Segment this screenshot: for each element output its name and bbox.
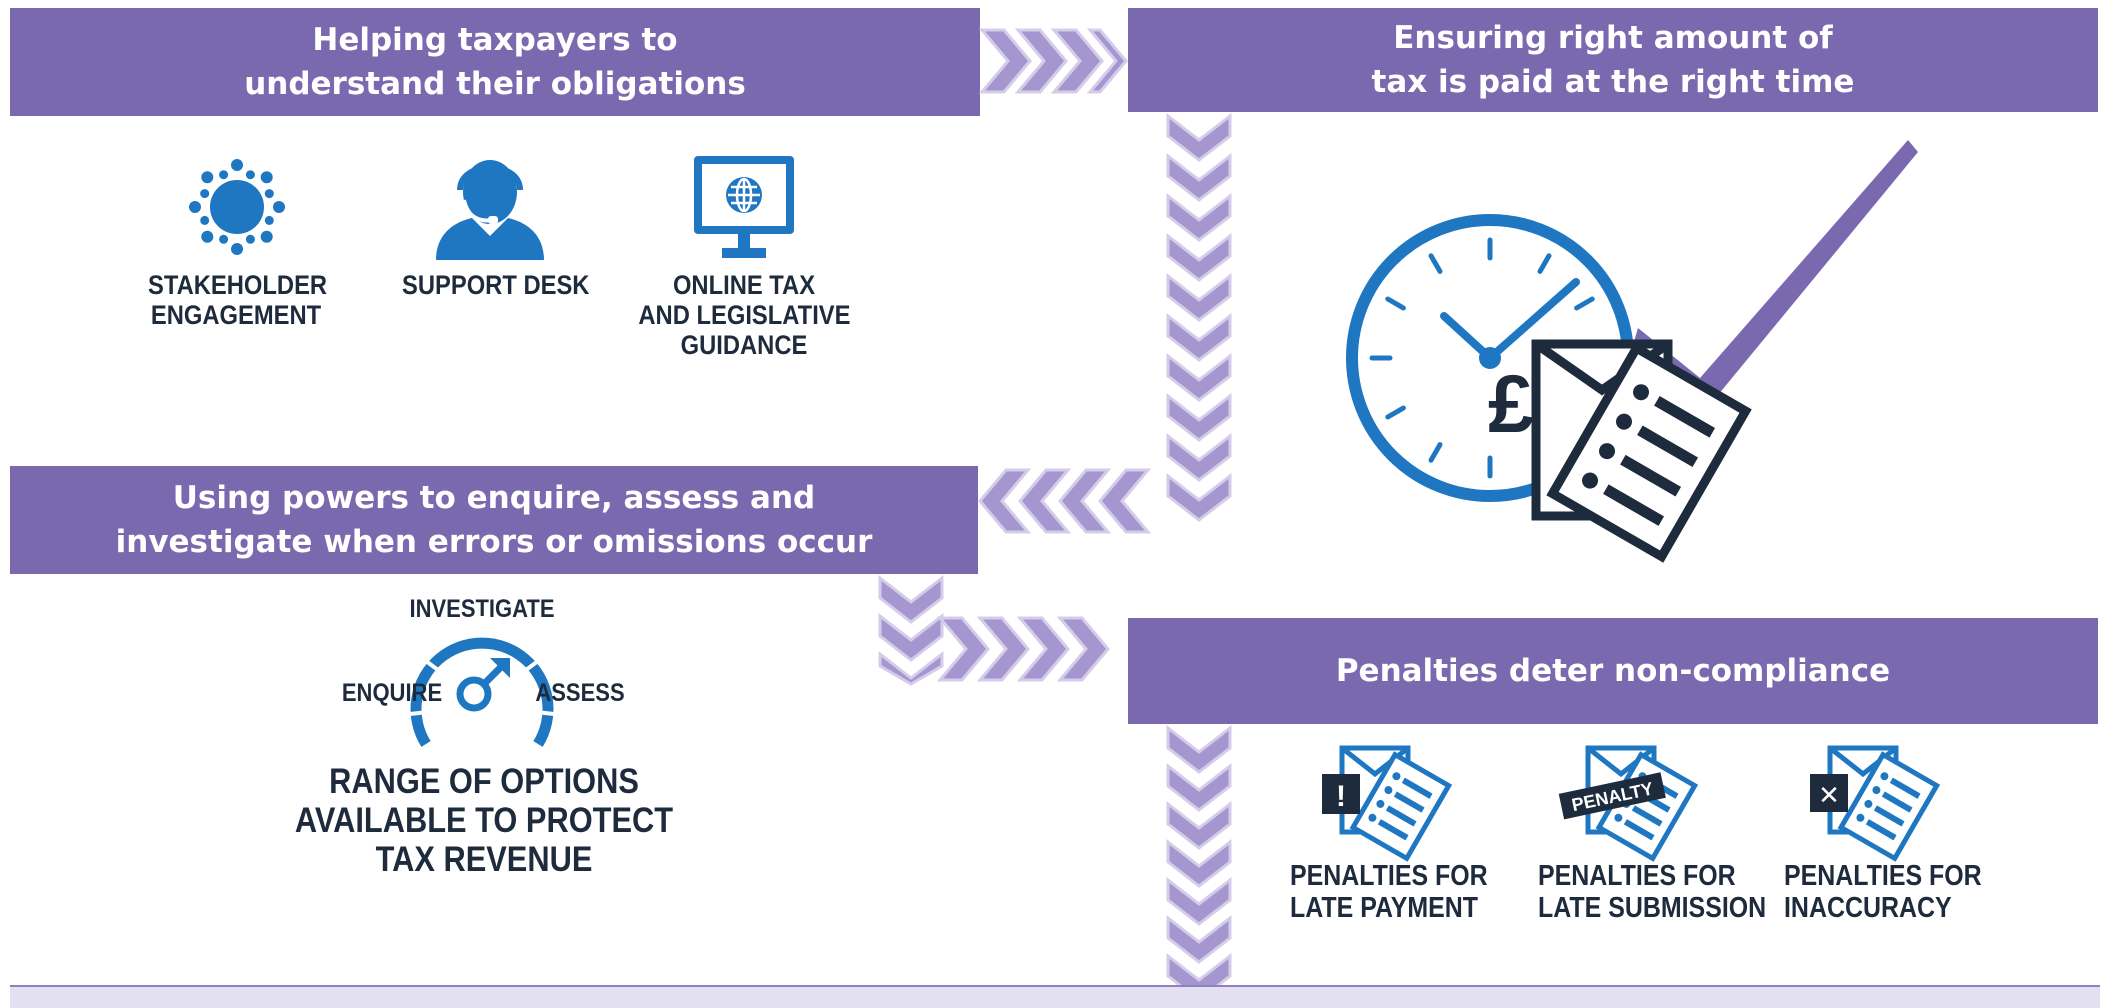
chevron-down-icon: [1166, 232, 1232, 282]
online-guidance-line1: ONLINE TAX: [672, 270, 816, 300]
support-desk-label: SUPPORT DESK: [402, 270, 590, 300]
inaccuracy-badge: ✕: [1818, 781, 1840, 811]
chevron-down-arrows-right: [1166, 112, 1232, 522]
stakeholder-line1: STAKEHOLDER: [148, 270, 328, 300]
banner-ensuring-right-amount: Ensuring right amount of tax is paid at …: [1128, 8, 2098, 112]
chevron-down-icon: [1166, 724, 1232, 774]
late-submission-line2: LATE SUBMISSION: [1538, 892, 1767, 924]
chevron-down-icon: [1166, 800, 1232, 850]
clock-pound-checkmark-icon: £: [1346, 140, 1918, 563]
online-guidance-label: ONLINE TAX AND LEGISLATIVE GUIDANCE: [638, 270, 851, 360]
banner-powers-line2: investigate when errors or omissions occ…: [115, 524, 873, 560]
chevron-down-icon: [1166, 876, 1232, 926]
banner-help-line2: understand their obligations: [244, 66, 746, 102]
banner-penalties-deter: Penalties deter non-compliance: [1128, 618, 2098, 724]
banner-helping-taxpayers: Helping taxpayers to understand their ob…: [10, 8, 980, 116]
inaccuracy-line2: INACCURACY: [1784, 892, 1952, 924]
stakeholder-engagement-label: STAKEHOLDER ENGAGEMENT: [148, 270, 328, 330]
banner-powers-line1: Using powers to enquire, assess and: [172, 480, 816, 516]
bottom-bar: [10, 985, 2100, 1008]
banner-ensure-line1: Ensuring right amount of: [1393, 20, 1833, 56]
chevron-down-icon: [1166, 312, 1232, 362]
support-desk-icon: [436, 160, 544, 260]
gauge-caption-line3: TAX REVENUE: [375, 840, 593, 879]
late-payment-label: PENALTIES FOR LATE PAYMENT: [1290, 860, 1488, 924]
chevron-right-arrows-top: [978, 28, 1128, 94]
chevron-down-icon: [1166, 838, 1232, 888]
chevron-down-icon: [1166, 762, 1232, 812]
chevron-down-icon: [1166, 392, 1232, 442]
late-submission-label: PENALTIES FOR LATE SUBMISSION: [1538, 860, 1766, 924]
stakeholder-line2: ENGAGEMENT: [150, 300, 322, 330]
banner-help-line1: Helping taxpayers to: [312, 22, 678, 58]
chevron-down-arrows-lower-right: [1166, 724, 1232, 1002]
online-guidance-icon: [694, 156, 794, 258]
pound-sign: £: [1488, 359, 1534, 450]
chevron-down-icon: [1166, 352, 1232, 402]
late-payment-line1: PENALTIES FOR: [1290, 860, 1488, 892]
online-guidance-line3: GUIDANCE: [680, 330, 808, 360]
late-payment-line2: LATE PAYMENT: [1290, 892, 1478, 924]
chevron-down-icon: [1166, 192, 1232, 242]
gauge-assess-label: ASSESS: [535, 679, 625, 707]
late-payment-icon: !: [1322, 745, 1453, 862]
inaccuracy-label: PENALTIES FOR INACCURACY: [1784, 860, 1982, 924]
gauge-caption-line1: RANGE OF OPTIONS: [329, 762, 639, 801]
gauge-caption: RANGE OF OPTIONS AVAILABLE TO PROTECT TA…: [290, 762, 677, 879]
late-submission-icon: PENALTY: [1558, 745, 1699, 862]
gauge-enquire-label: ENQUIRE: [341, 679, 443, 707]
chevron-down-arrows-middle-left: [878, 574, 944, 686]
banner-ensure-line2: tax is paid at the right time: [1371, 64, 1855, 100]
chevron-down-icon: [1166, 432, 1232, 482]
gauge-icon: [409, 616, 555, 747]
gauge-caption-line2: AVAILABLE TO PROTECT: [294, 801, 674, 840]
inaccuracy-line1: PENALTIES FOR: [1784, 860, 1982, 892]
chevron-down-icon: [1166, 272, 1232, 322]
banner-penalties-line1: Penalties deter non-compliance: [1335, 653, 1891, 689]
late-payment-badge: !: [1336, 780, 1346, 813]
inaccuracy-icon: ✕: [1810, 745, 1941, 862]
banner-using-powers: Using powers to enquire, assess and inve…: [10, 466, 978, 574]
chevron-down-icon: [1166, 152, 1232, 202]
support-desk-line1: SUPPORT DESK: [402, 270, 590, 300]
chevron-down-icon: [1166, 472, 1232, 522]
chevron-down-icon: [1166, 112, 1232, 162]
late-submission-line1: PENALTIES FOR: [1538, 860, 1736, 892]
online-guidance-line2: AND LEGISLATIVE: [638, 300, 851, 330]
chevron-right-arrows-lower: [936, 616, 1110, 682]
chevron-left-arrows-middle: [978, 468, 1152, 534]
chevron-down-icon: [1166, 914, 1232, 964]
stakeholder-engagement-icon: [189, 159, 285, 255]
